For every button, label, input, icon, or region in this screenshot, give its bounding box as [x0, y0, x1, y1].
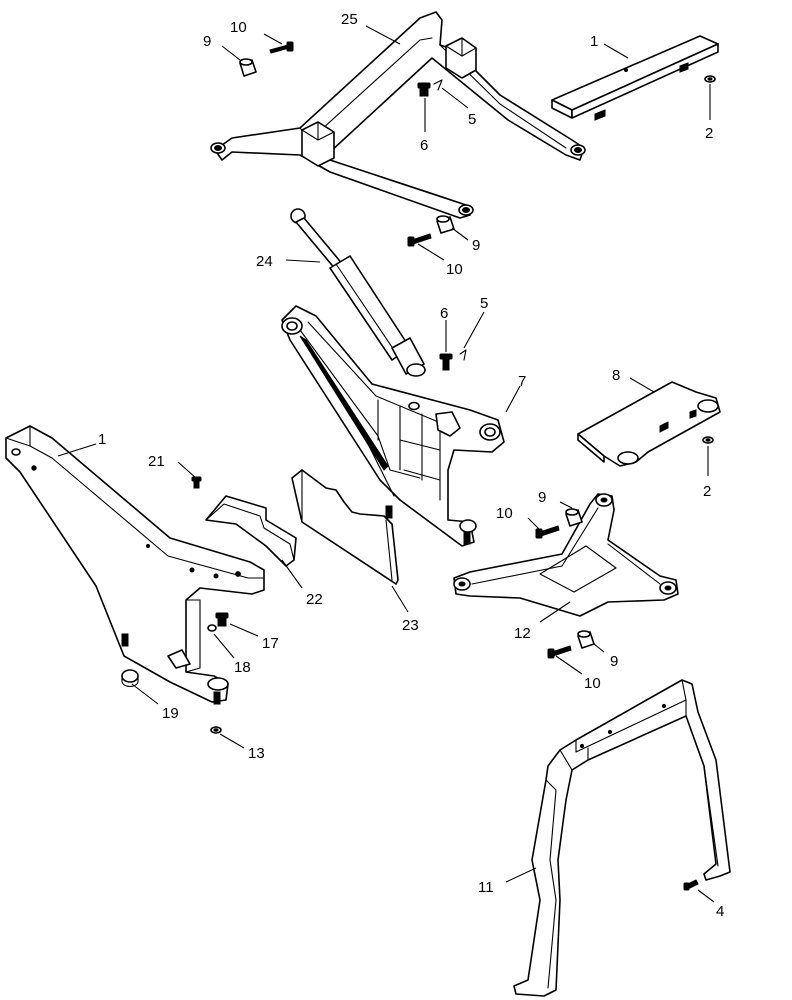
callout-21: 21 [148, 453, 165, 470]
callout-1: 1 [590, 33, 598, 50]
bolt-10-right [535, 525, 560, 539]
callout-9: 9 [472, 237, 480, 254]
callout-11: 11 [478, 879, 494, 896]
callout-10: 10 [230, 19, 247, 36]
callout-labels: 25 10 9 1 2 5 6 9 10 24 6 5 7 8 2 1 21 9… [98, 11, 724, 920]
callout-5: 5 [480, 295, 488, 312]
tube-frame-part-11 [513, 679, 731, 997]
bushing-9-low [577, 630, 595, 649]
gas-spring-part-24 [290, 208, 426, 377]
clip-5-mid [459, 349, 467, 361]
callout-2: 2 [705, 125, 713, 142]
pin-6-mid [439, 353, 453, 371]
callout-8: 8 [612, 367, 620, 384]
bolt-10-top [269, 41, 294, 54]
lower-link-part-12 [453, 493, 679, 617]
pin-6-top [417, 82, 431, 97]
cover-part-23 [291, 469, 399, 585]
callout-9: 9 [610, 653, 618, 670]
callout-19: 19 [162, 705, 179, 722]
callout-25: 25 [341, 11, 358, 28]
callout-24: 24 [256, 253, 273, 270]
callout-9: 9 [203, 33, 211, 50]
plate-part-1-top [551, 35, 719, 121]
callout-10: 10 [584, 675, 601, 692]
callout-9: 9 [538, 489, 546, 506]
nut-13 [210, 726, 222, 734]
side-bracket-part-1 [5, 425, 265, 705]
callout-17: 17 [262, 635, 279, 652]
callout-7: 7 [518, 373, 526, 390]
clip-5-top [433, 79, 443, 91]
bolt-10-low [547, 645, 572, 659]
callout-6: 6 [420, 137, 428, 154]
callout-4: 4 [716, 903, 724, 920]
callout-10: 10 [446, 261, 463, 278]
upper-frame-part-25 [210, 11, 586, 219]
callout-1: 1 [98, 431, 106, 448]
screw-4 [683, 879, 699, 891]
nut-2-top [704, 75, 716, 83]
callout-6: 6 [440, 305, 448, 322]
callout-18: 18 [234, 659, 251, 676]
bushing-9-top [239, 58, 257, 77]
callout-2: 2 [703, 483, 711, 500]
callout-22: 22 [306, 591, 323, 608]
bumper-19 [121, 669, 139, 688]
washer-18 [207, 624, 217, 632]
bolt-21 [191, 476, 202, 489]
bushing-9-right [565, 508, 583, 527]
shield-part-22 [205, 495, 297, 567]
bolt-17 [215, 612, 229, 627]
leader-lines [57, 25, 715, 903]
bolt-10-mid [407, 233, 432, 247]
callout-12: 12 [514, 625, 531, 642]
callout-5: 5 [468, 111, 476, 128]
callout-10: 10 [496, 505, 513, 522]
callout-13: 13 [248, 745, 265, 762]
nut-2-mid [702, 436, 714, 444]
plate-part-8 [577, 381, 721, 467]
bushing-9-mid [436, 215, 455, 234]
callout-23: 23 [402, 617, 419, 634]
bracket-part-7 [281, 305, 505, 547]
